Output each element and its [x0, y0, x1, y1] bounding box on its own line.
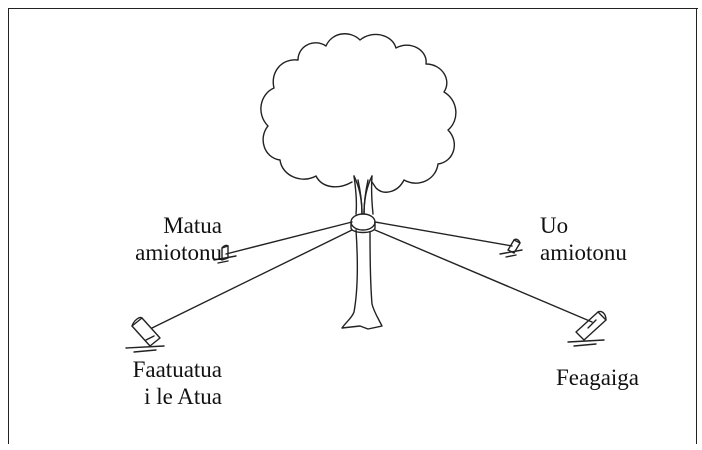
rope-uo	[374, 221, 513, 247]
frame-left-border	[8, 8, 10, 444]
label-matua-line2: amiotonu	[135, 240, 222, 265]
label-faatuatua-i-le-atua: Faatuatua i le Atua	[70, 356, 222, 410]
label-uo-line2: amiotonu	[540, 240, 627, 265]
stake-feagaiga	[567, 310, 607, 347]
label-uo-amiotonu: Uo amiotonu	[540, 212, 627, 266]
rope-faatuatua	[151, 229, 353, 329]
label-matua-line1: Matua	[163, 213, 222, 238]
trunk-band	[350, 213, 376, 231]
label-faatuatua-line2: i le Atua	[144, 384, 222, 409]
label-feagaiga: Feagaiga	[556, 364, 639, 391]
stake-matua	[213, 244, 237, 264]
rope-matua	[225, 221, 353, 255]
frame-right-border	[696, 8, 698, 444]
trunk-branch-mid	[357, 179, 369, 215]
rope-feagaiga	[374, 229, 593, 323]
stake-uo	[499, 238, 523, 258]
stake-faatuatua	[125, 316, 165, 353]
label-uo-line1: Uo	[540, 213, 569, 238]
tree-trunk	[341, 175, 383, 330]
label-matua-amiotonu: Matua amiotonu	[118, 212, 222, 266]
frame-top-border	[8, 8, 698, 10]
tree-canopy	[260, 33, 457, 193]
trunk-band-lower	[350, 221, 376, 234]
label-feagaiga-line1: Feagaiga	[556, 365, 640, 390]
label-faatuatua-line1: Faatuatua	[132, 357, 222, 382]
